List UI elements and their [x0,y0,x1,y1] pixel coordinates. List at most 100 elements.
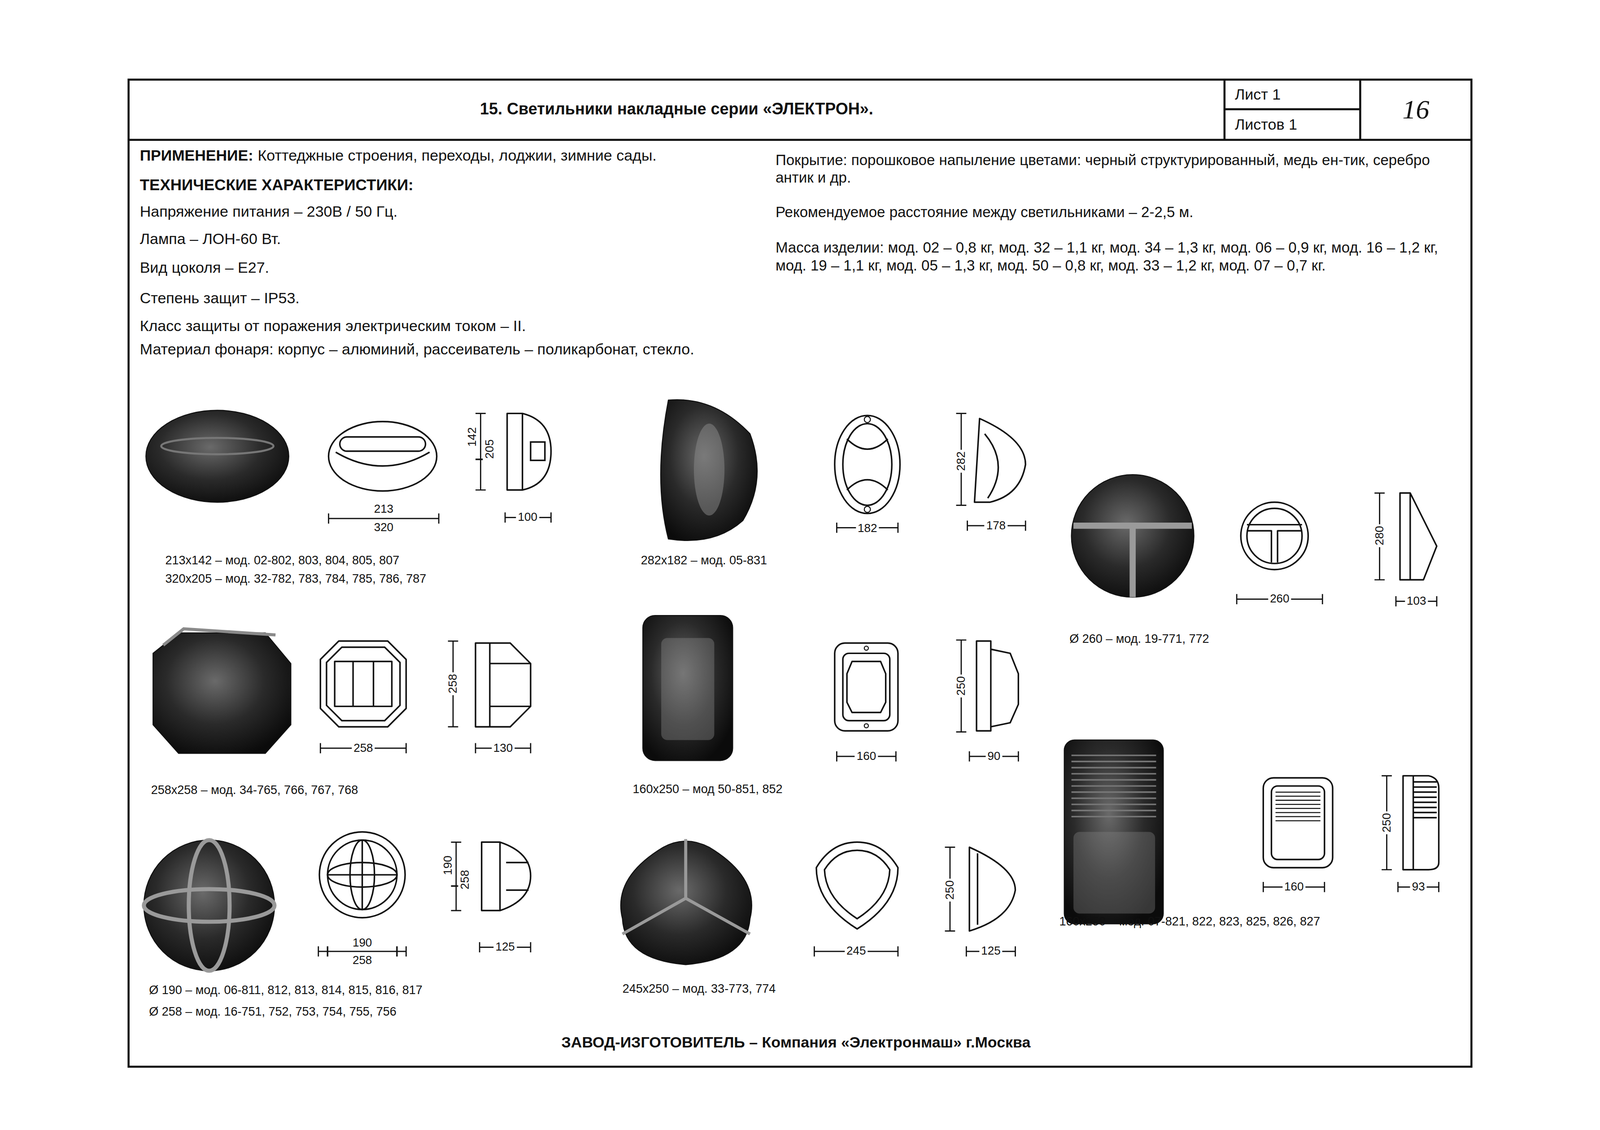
model-caption: 258x258 – мод. 34-765, 766, 767, 768 [151,782,359,798]
lamp-grille [349,840,375,910]
lamp-front-view [816,841,899,929]
model-caption: Ø 260 – мод. 19-771, 772 [1069,631,1209,646]
lamp-photo-detail [693,423,725,516]
title-block-cell: 16 [1361,80,1471,139]
lamp-front-view [319,832,406,918]
lamp-photo [143,840,275,971]
lamp-front-view [1271,785,1325,860]
lamp-photo [145,410,289,503]
lamp-front-view [327,840,397,910]
lamp-side-view [481,841,531,911]
sheet-count: Листов 1 [1234,115,1298,134]
dimension-value: 142 [465,425,480,449]
heading: ТЕХНИЧЕСКИЕ ХАРАКТЕРИСТИКИ: [139,175,414,195]
dimension-value: 190 [350,936,374,951]
body-text: Напряжение питания – 230В / 50 Гц. [139,202,398,221]
lamp-photo [660,399,758,541]
lamp-side-view [1399,492,1437,580]
dimension-value: 320 [372,520,396,535]
lamp-grille [334,661,392,707]
dimension-value: 260 [1268,592,1291,606]
lamp-front-view [834,643,899,732]
heading: ПРИМЕНЕНИЕ: [139,145,254,165]
lamp-front-view [842,423,892,506]
title-block-cell: Листов 1 [1225,110,1360,139]
lamp-grille [1275,792,1321,821]
dimension-value: 250 [942,878,957,902]
lamp-front-view [834,415,901,514]
lamp-front-view [1246,508,1303,564]
lamp-front-view [1240,502,1308,570]
dimension-value: 245 [844,944,868,959]
dimension-value: 160 [854,749,878,763]
body-text: Коттеджные строения, переходы, лоджии, з… [257,145,657,165]
lamp-grille [1246,524,1303,563]
dimension-value: 160 [1282,879,1306,894]
dimension-value: 258 [446,672,461,696]
lamp-photo-detail [143,889,275,922]
dimension-value: 258 [458,867,473,891]
lamp-photo [642,615,733,761]
dimension-value: 258 [351,741,375,755]
dimension-value: 258 [350,953,374,968]
title-block-lines [128,79,1472,140]
lamp-photo-detail [661,637,715,741]
body-text: Лампа – ЛОН-60 Вт. [139,229,281,249]
body-text: Материал фонаря: корпус – алюминий, расс… [139,340,742,359]
model-caption: 320x205 – мод. 32-782, 783, 784, 785, 78… [165,571,427,586]
lamp-photo [1064,740,1164,925]
sheet-frame [128,79,1472,1067]
body-text: Степень защит – IP53. [139,288,300,308]
dimension-value: 250 [954,674,968,698]
lamp-photo-detail [1073,525,1192,598]
body-text: Рекомендуемое расстояние между светильни… [775,203,1194,222]
lamp-grille [846,438,888,490]
dimension-value: 125 [493,940,517,955]
lamp-photo-detail [622,838,750,934]
lamp-grille [327,862,397,888]
dimension-value: 103 [1404,593,1428,608]
body-text: Вид цоколя – Е27. [139,258,270,277]
lamp-photo-detail [188,840,230,971]
lamp-front-view [1263,777,1333,868]
lamp-grille [327,840,397,910]
lamp-side-view [976,640,1019,731]
page-number: 16 [1402,94,1430,126]
lamp-front-view [328,421,437,492]
dimension-value: 90 [985,749,1003,763]
model-caption: Ø 258 – мод. 16-751, 752, 753, 754, 755,… [148,1003,397,1019]
body-text: Масса изделии: мод. 02 – 0,8 кг, мод. 32… [775,238,1462,275]
dimension-value: 93 [1410,879,1427,894]
lamp-front-view [842,653,890,721]
sheet-title: 15. Светильники накладные серии «ЭЛЕКТРО… [479,99,874,119]
screw [864,723,869,728]
lamp-photo [152,632,291,754]
lamp-side-view [1403,775,1439,870]
dimension-value: 130 [491,741,515,755]
model-caption: 160x250 – мод. 07-821, 822, 823, 825, 82… [1059,914,1321,929]
lamp-side-view [530,441,545,461]
lamp-photo-detail [163,628,276,646]
lamp-side-view [507,413,552,491]
screw [864,506,871,513]
lamp-side-view [969,847,1016,932]
lamp-side-view [974,418,1026,503]
dimension-value: 205 [482,437,497,461]
model-caption: 213x142 – мод. 02-802, 803, 804, 805, 80… [165,553,400,568]
lamp-front-view [320,640,406,727]
manufacturer-note: ЗАВОД-ИЗГОТОВИТЕЛЬ – Компания «Электронм… [561,1032,1031,1051]
title-block-cell: Лист 1 [1225,80,1360,108]
lamp-photo-detail [1071,755,1157,817]
screw [864,416,871,423]
model-caption: Ø 190 – мод. 06-811, 812, 813, 814, 815,… [148,982,423,998]
dimension-value: 178 [984,518,1008,533]
lamp-photo-detail [161,437,274,454]
sheet-count: Лист 1 [1234,85,1281,104]
lamp-photo-detail [1073,832,1156,914]
screw [864,645,869,650]
model-caption: 160x250 – мод 50-851, 852 [632,781,783,796]
body-text: Покрытие: порошковое напыление цветами: … [775,151,1462,187]
dimension-value: 190 [440,853,455,877]
model-caption: 282x182 – мод. 05-831 [640,553,768,568]
dimension-value: 282 [954,449,968,473]
